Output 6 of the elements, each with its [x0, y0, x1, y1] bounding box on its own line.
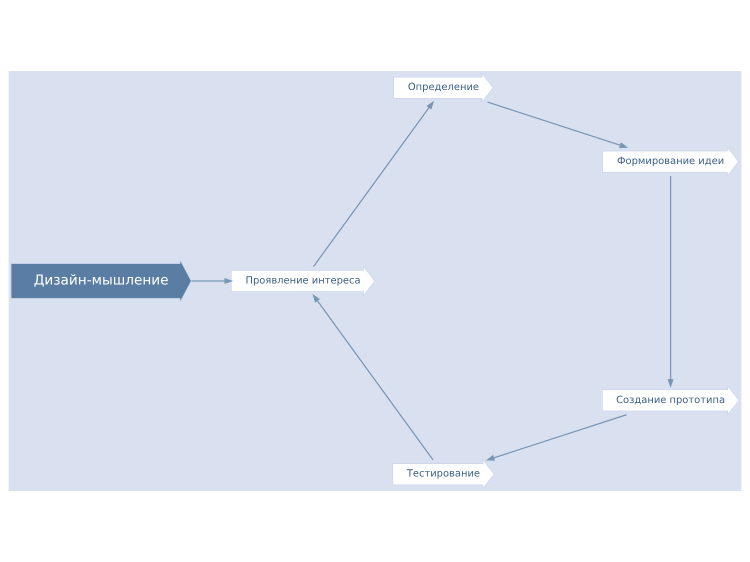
arrow: [486, 414, 627, 461]
arrow: [312, 100, 434, 267]
arrow: [191, 278, 234, 284]
arrow: [668, 176, 674, 388]
arrow: [487, 102, 628, 148]
arrow: [312, 294, 434, 460]
